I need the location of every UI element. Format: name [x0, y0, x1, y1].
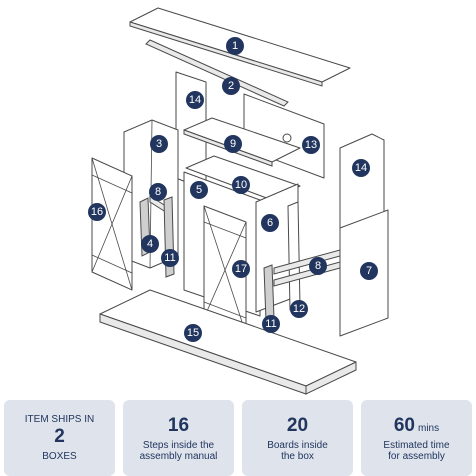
svg-text:12: 12 [293, 303, 305, 315]
badge-9: 9 [224, 135, 242, 153]
badge-4: 4 [141, 235, 159, 253]
svg-text:2: 2 [228, 80, 234, 92]
badge-17: 17 [232, 260, 250, 278]
part-barn-door-left [91, 157, 133, 291]
badge-16: 16 [88, 203, 106, 221]
card-text-line2: assembly manual [139, 450, 218, 462]
badge-8-right: 8 [309, 257, 327, 275]
card-top-text: ITEM SHIPS IN [24, 414, 95, 426]
card-boards-count: 20 Boards inside the box [242, 400, 353, 476]
badge-11-center: 11 [161, 249, 179, 267]
card-bottom-text: BOXES [42, 450, 77, 462]
card-text-line2: for assembly [388, 450, 445, 462]
svg-text:9: 9 [230, 138, 236, 150]
svg-text:16: 16 [91, 206, 103, 218]
badge-11-right: 11 [262, 315, 280, 333]
card-unit: mins [418, 423, 440, 435]
svg-text:11: 11 [265, 318, 276, 330]
badge-12: 12 [290, 300, 308, 318]
badge-14-right: 14 [352, 159, 370, 177]
svg-text:5: 5 [196, 184, 202, 196]
badge-6: 6 [261, 214, 279, 232]
info-cards: ITEM SHIPS IN 2 BOXES 16 Steps inside th… [0, 400, 476, 476]
svg-text:14: 14 [189, 94, 201, 106]
badge-1: 1 [226, 37, 244, 55]
part-barn-door-center [203, 205, 247, 335]
card-value: 16 [167, 415, 190, 437]
card-text-line1: Estimated time [383, 439, 450, 451]
card-value: 60 [393, 415, 415, 437]
svg-text:17: 17 [235, 263, 247, 275]
svg-text:15: 15 [187, 327, 199, 339]
card-text-line1: Boards inside [267, 439, 328, 451]
badge-3: 3 [150, 135, 168, 153]
card-value-row: 60 mins [393, 415, 440, 437]
svg-text:1: 1 [232, 40, 238, 52]
part-leg-right [263, 264, 275, 322]
svg-text:6: 6 [267, 217, 273, 229]
card-assembly-steps: 16 Steps inside the assembly manual [123, 400, 234, 476]
badge-10: 10 [232, 176, 250, 194]
badge-14-left: 14 [186, 91, 204, 109]
svg-text:13: 13 [305, 139, 317, 151]
card-text-line1: Steps inside the [142, 439, 215, 451]
svg-text:10: 10 [235, 179, 247, 191]
card-ships-in-boxes: ITEM SHIPS IN 2 BOXES [4, 400, 115, 476]
part-base [99, 289, 357, 395]
part-post-right [287, 201, 301, 311]
badge-2: 2 [222, 77, 240, 95]
svg-text:3: 3 [156, 138, 162, 150]
card-text-line2: the box [281, 450, 314, 462]
svg-text:14: 14 [355, 162, 367, 174]
badge-8-left: 8 [149, 183, 167, 201]
svg-text:4: 4 [147, 238, 153, 250]
svg-text:7: 7 [366, 265, 372, 277]
badge-5: 5 [190, 181, 208, 199]
svg-text:8: 8 [315, 260, 321, 272]
svg-text:11: 11 [164, 252, 175, 264]
exploded-assembly-diagram: 1 2 14 9 13 3 10 14 8 5 16 6 4 11 17 8 7… [88, 7, 389, 395]
badge-15: 15 [184, 324, 202, 342]
badge-13: 13 [302, 136, 320, 154]
card-assembly-time: 60 mins Estimated time for assembly [361, 400, 472, 476]
card-value: 20 [286, 415, 309, 437]
card-value: 2 [54, 426, 65, 448]
badge-7: 7 [360, 262, 378, 280]
svg-text:8: 8 [155, 186, 161, 198]
